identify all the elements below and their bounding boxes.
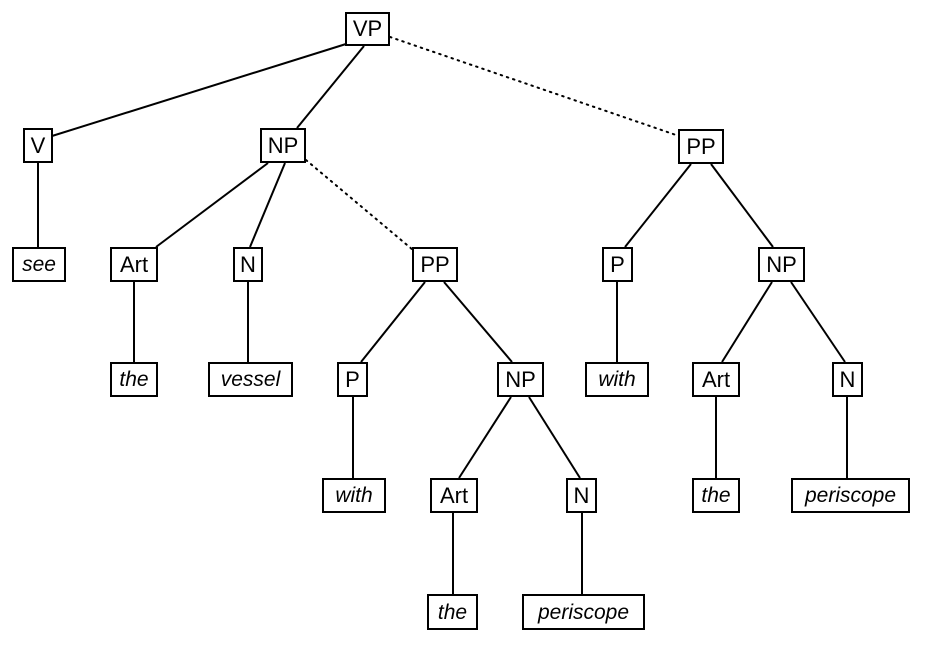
tree-edge-vp-to-v: [51, 43, 347, 137]
category-node-p_mid: P: [337, 362, 368, 397]
tree-edge-np1-to-art1: [155, 162, 269, 248]
category-node-art_mid: Art: [430, 478, 478, 513]
terminal-node-the1: the: [110, 362, 158, 397]
category-node-np_right: NP: [758, 247, 805, 282]
tree-edge-pp_right-to-p_right: [624, 163, 692, 248]
terminal-node-peri_right: periscope: [791, 478, 910, 513]
tree-edge-np_right-to-art_right: [721, 281, 773, 363]
terminal-node-the_mid: the: [427, 594, 478, 630]
category-node-pp_right: PP: [678, 129, 724, 164]
terminal-node-vessel: vessel: [208, 362, 293, 397]
category-node-pp_mid: PP: [412, 247, 458, 282]
tree-edge-pp_mid-to-np_mid: [443, 281, 513, 363]
category-node-p_right: P: [602, 247, 633, 282]
tree-edge-np_right-to-n_right: [790, 281, 846, 363]
tree-edge-np_mid-to-art_mid: [458, 396, 512, 479]
terminal-node-the_right: the: [692, 478, 740, 513]
terminal-node-see: see: [12, 247, 66, 282]
category-node-n_mid: N: [566, 478, 597, 513]
tree-edge-pp_right-to-np_right: [710, 163, 774, 248]
category-node-np_mid: NP: [497, 362, 544, 397]
category-node-n1: N: [233, 247, 263, 282]
tree-edge-vp-to-np1: [296, 45, 365, 129]
tree-edge-vp-to-pp_right: [389, 36, 680, 137]
tree-edge-np_mid-to-n_mid: [528, 396, 581, 479]
category-node-n_right: N: [832, 362, 863, 397]
tree-edge-np1-to-n1: [249, 162, 286, 248]
tree-edge-np1-to-pp_mid: [305, 159, 414, 251]
category-node-vp: VP: [345, 12, 390, 46]
category-node-art_right: Art: [692, 362, 740, 397]
category-node-v: V: [23, 128, 53, 163]
terminal-node-peri_mid: periscope: [522, 594, 645, 630]
terminal-node-with_mid: with: [322, 478, 386, 513]
terminal-node-with_right: with: [585, 362, 649, 397]
category-node-art1: Art: [110, 247, 158, 282]
category-node-np1: NP: [260, 128, 306, 163]
tree-edge-pp_mid-to-p_mid: [360, 281, 426, 363]
